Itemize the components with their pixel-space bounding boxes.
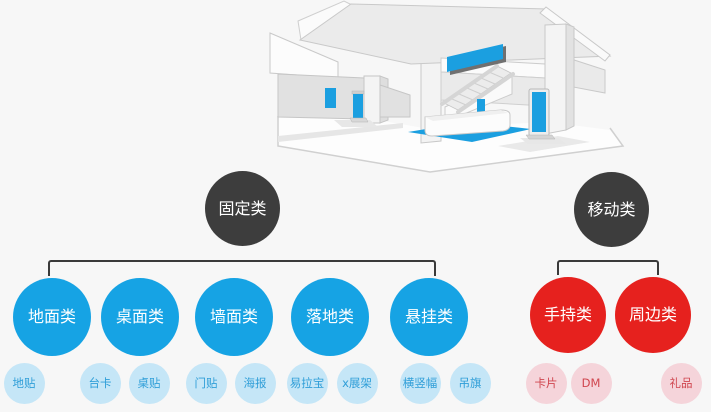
item-gift-circle: 礼品 bbox=[660, 363, 702, 404]
subcategory-floorstand-circle: 落地类 bbox=[291, 278, 369, 356]
fixed-group-bracket bbox=[48, 260, 436, 276]
item-dm-circle: DM bbox=[570, 363, 612, 404]
subcategory-hanging-circle: 悬挂类 bbox=[390, 278, 468, 356]
mid-wall bbox=[379, 84, 411, 118]
item-hanging-flag-circle: 吊旗 bbox=[449, 363, 491, 404]
category-fixed-circle: 固定类 bbox=[205, 171, 280, 246]
service-counter bbox=[424, 109, 511, 137]
ceiling bbox=[297, 0, 612, 65]
item-poster-circle: 海报 bbox=[234, 363, 276, 404]
subcategory-handheld-circle: 手持类 bbox=[530, 277, 606, 353]
counter-sign bbox=[477, 99, 485, 112]
item-door-sticker-circle: 门贴 bbox=[185, 363, 227, 404]
escalator bbox=[440, 64, 515, 123]
subcategory-wall-circle: 墙面类 bbox=[195, 278, 273, 356]
hanging-banner bbox=[447, 44, 506, 75]
item-card-circle: 卡片 bbox=[525, 363, 567, 404]
item-desk-sticker-circle: 桌贴 bbox=[128, 363, 170, 404]
item-floor-sticker-circle: 地贴 bbox=[3, 363, 45, 404]
item-x-banner-circle: x展架 bbox=[336, 363, 378, 404]
category-mobile-circle: 移动类 bbox=[574, 172, 649, 247]
item-table-card-circle: 台卡 bbox=[79, 363, 121, 404]
rollup-banner-right bbox=[520, 88, 566, 144]
subcategory-desktop-circle: 桌面类 bbox=[101, 278, 179, 356]
mobile-group-bracket bbox=[557, 260, 659, 275]
rollup-banner-left bbox=[334, 90, 378, 127]
store-interior-illustration bbox=[269, 0, 625, 173]
item-rollup-banner-circle: 易拉宝 bbox=[286, 363, 328, 404]
left-wall bbox=[277, 73, 365, 120]
item-banner-circle: 横竖幅 bbox=[399, 363, 441, 404]
subcategory-peripheral-circle: 周边类 bbox=[615, 277, 691, 353]
wall-poster bbox=[325, 88, 336, 108]
subcategory-ground-circle: 地面类 bbox=[13, 278, 91, 356]
